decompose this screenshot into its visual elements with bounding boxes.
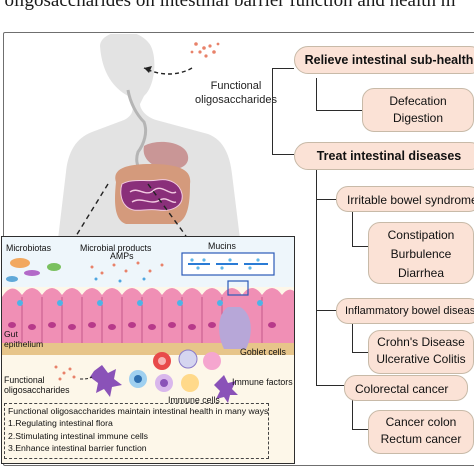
connector-line (316, 385, 344, 387)
amps-label: AMPs (110, 251, 134, 261)
oligosaccharide-dots (143, 42, 220, 75)
colorectal-cancer-box: Colorectal cancer (344, 375, 468, 401)
ibs-items-box: Constipation Burbulence Diarrhea (368, 222, 474, 284)
ibs-box: Irritable bowel syndrome (336, 186, 474, 212)
functional-oligosaccharides-label: Functional oligosaccharides (195, 80, 277, 106)
connector-line (316, 310, 336, 312)
defecation-label: Defecation (389, 94, 447, 108)
connector-line (272, 68, 274, 154)
header-text: al oligosaccharides on intestinal barrie… (0, 0, 456, 11)
cancer-colon-label: Cancer colon (385, 415, 457, 429)
connector-line (316, 78, 318, 110)
relieve-sub-health-label: Relieve intestinal sub-health (304, 53, 474, 67)
diarrhea-label: Diarrhea (397, 266, 445, 280)
mechanism-summary-note: Functional oligosaccharides maintain int… (4, 403, 269, 459)
constipation-label: Constipation (387, 228, 455, 242)
gut-epithelium-label: Gut epithelium (4, 329, 44, 349)
goblet-cells-label: Goblet cells (240, 347, 286, 357)
functional-oligosaccharides-inset-label: Functional oligosaccharides (4, 375, 70, 395)
treat-diseases-box: Treat intestinal diseases (294, 142, 474, 170)
microbial-products-label: Microbial products (80, 243, 152, 253)
connector-line (272, 154, 294, 156)
treat-diseases-label: Treat intestinal diseases (316, 149, 462, 163)
ibd-label: Inflammatory bowel disease (345, 305, 474, 317)
connector-line (316, 165, 318, 385)
human-body-illustration (58, 34, 240, 239)
relieve-sub-health-box: Relieve intestinal sub-health (294, 46, 474, 74)
connector-line (352, 246, 368, 248)
colorectal-items-box: Cancer colon Rectum cancer (368, 410, 474, 454)
ibs-label: Irritable bowel syndrome (347, 193, 474, 207)
sub-health-items-box: Defecation Digestion (362, 88, 474, 132)
ibd-box: Inflammatory bowel disease (336, 298, 474, 324)
connector-line (352, 210, 354, 246)
note-title: Functional oligosaccharides maintain int… (8, 406, 269, 416)
note-item: 2.Stimulating intestinal immune cells (8, 430, 149, 441)
epithelium-illustration (2, 237, 294, 403)
connector-line (352, 397, 354, 429)
ibd-items-box: Crohn's Disease Ulcerative Colitis (368, 330, 474, 374)
zoom-lines (75, 183, 187, 237)
connector-line (352, 429, 368, 431)
connector-line (316, 110, 362, 112)
note-item: 3.Enhance intestinal barrier function (8, 442, 147, 453)
connector-line (352, 352, 368, 354)
ulcerative-colitis-label: Ulcerative Colitis (376, 352, 466, 366)
connector-line (352, 322, 354, 352)
rectum-cancer-label: Rectum cancer (380, 432, 462, 446)
mucins-label: Mucins (208, 241, 236, 251)
connector-line (316, 199, 336, 201)
immune-factors-label: Immune factors (232, 377, 293, 387)
connector-line (272, 68, 294, 70)
note-item: 1.Regulating intestinal flora (8, 418, 113, 429)
mechanism-inset: Microbiotas Microbial products Mucins AM… (1, 236, 295, 464)
burbulence-label: Burbulence (390, 247, 452, 261)
immune-cells-label: Immune cells (168, 395, 220, 405)
crohns-disease-label: Crohn's Disease (377, 335, 465, 349)
colorectal-cancer-label: Colorectal cancer (355, 382, 449, 396)
digestion-label: Digestion (392, 111, 444, 125)
microbiotas-label: Microbiotas (6, 243, 51, 253)
